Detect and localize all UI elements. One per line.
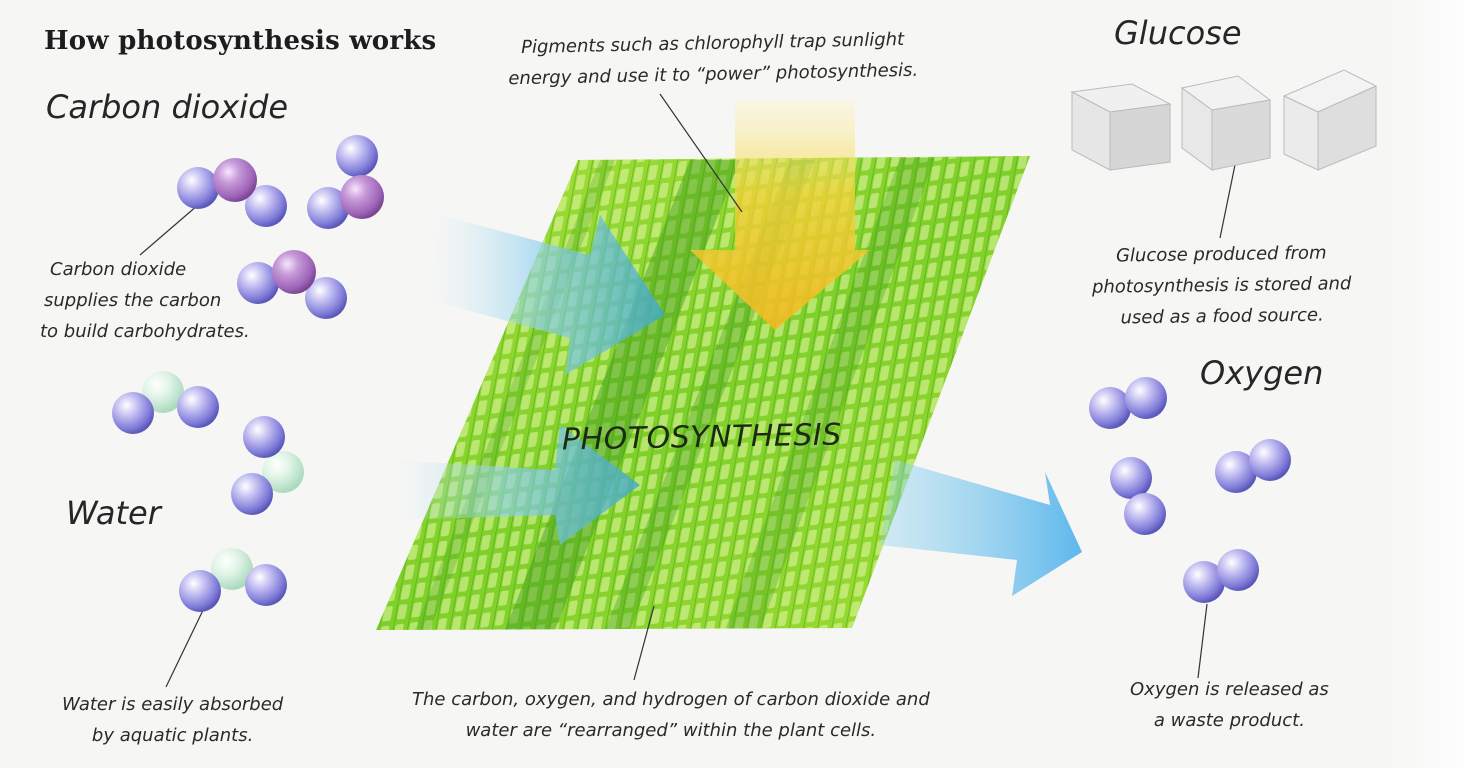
oxygen-molecule-3 — [1215, 439, 1291, 493]
glucose-caption: Glucose produced from photosynthesis is … — [1091, 242, 1352, 329]
carbon-dioxide-molecule-2 — [307, 135, 384, 229]
oxygen-molecule-1 — [1089, 377, 1167, 429]
arrow-carbon-dioxide-in — [430, 215, 665, 375]
oxygen-molecule-2 — [1110, 457, 1166, 535]
glucose-label: Glucose — [1114, 14, 1242, 52]
oxygen-label: Oxygen — [1200, 354, 1324, 392]
arrow-oxygen-out — [880, 460, 1082, 596]
glucose-cube-2 — [1180, 75, 1272, 171]
glucose-cube-1 — [1070, 83, 1172, 171]
carbon-dioxide-molecule-3 — [237, 250, 347, 319]
sunlight-arrow — [690, 100, 870, 330]
water-label: Water — [66, 494, 161, 532]
carbon-dioxide-molecule-1 — [177, 158, 287, 227]
page-edge — [1384, 0, 1476, 768]
water-molecule-2 — [231, 416, 304, 515]
arrow-water-in — [395, 425, 640, 545]
rearranged-caption: The carbon, oxygen, and hydrogen of carb… — [412, 689, 930, 741]
water-caption: Water is easily absorbed by aquatic plan… — [62, 694, 284, 746]
oxygen-molecule-4 — [1183, 549, 1259, 603]
water-molecule-1 — [112, 371, 219, 434]
carbon-dioxide-label: Carbon dioxide — [46, 88, 289, 126]
oxygen-caption: Oxygen is released as a waste product. — [1130, 679, 1329, 731]
pigments-caption: Pigments such as chlorophyll trap sunlig… — [508, 28, 919, 90]
glucose-cube-3 — [1282, 69, 1378, 171]
carbon-dioxide-caption: Carbon dioxide supplies the carbon to bu… — [40, 259, 250, 342]
page-title: How photosynthesis works — [44, 26, 437, 56]
photosynthesis-label: PHOTOSYNTHESIS — [561, 417, 843, 458]
water-molecule-3 — [179, 548, 287, 612]
